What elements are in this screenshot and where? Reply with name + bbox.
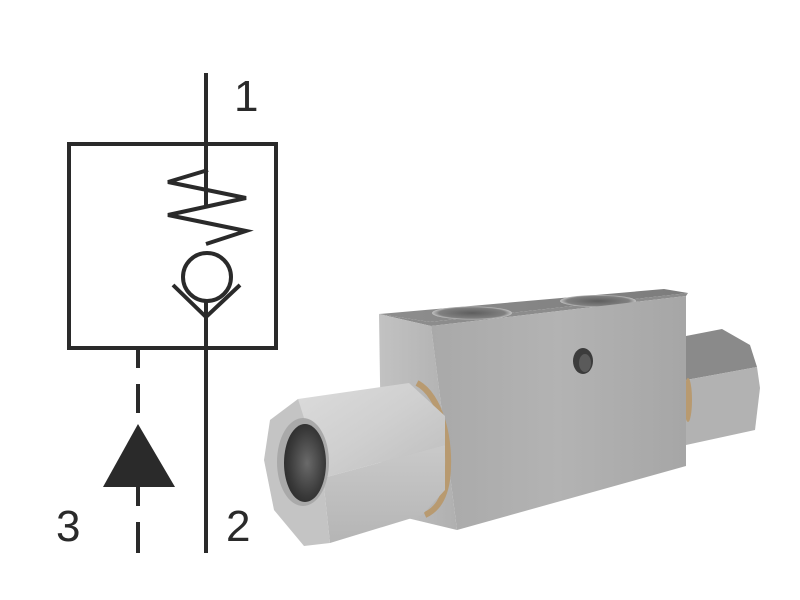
left-fitting-nut	[264, 383, 445, 546]
seat-icon	[171, 283, 242, 320]
spring-icon	[167, 168, 254, 246]
pilot-arrow-icon	[103, 424, 175, 487]
port-label-2: 2	[226, 502, 251, 551]
port-label-1: 1	[234, 72, 259, 121]
valve-block-front	[431, 296, 686, 530]
top-port-left	[432, 306, 512, 320]
top-port-right	[560, 295, 636, 307]
fitting-bore	[284, 424, 326, 502]
right-fitting-nut	[684, 329, 760, 445]
ball-icon	[181, 251, 233, 303]
port-label-3: 3	[56, 502, 81, 551]
valve-body-box	[67, 142, 278, 350]
left-seal-ring	[415, 380, 452, 518]
